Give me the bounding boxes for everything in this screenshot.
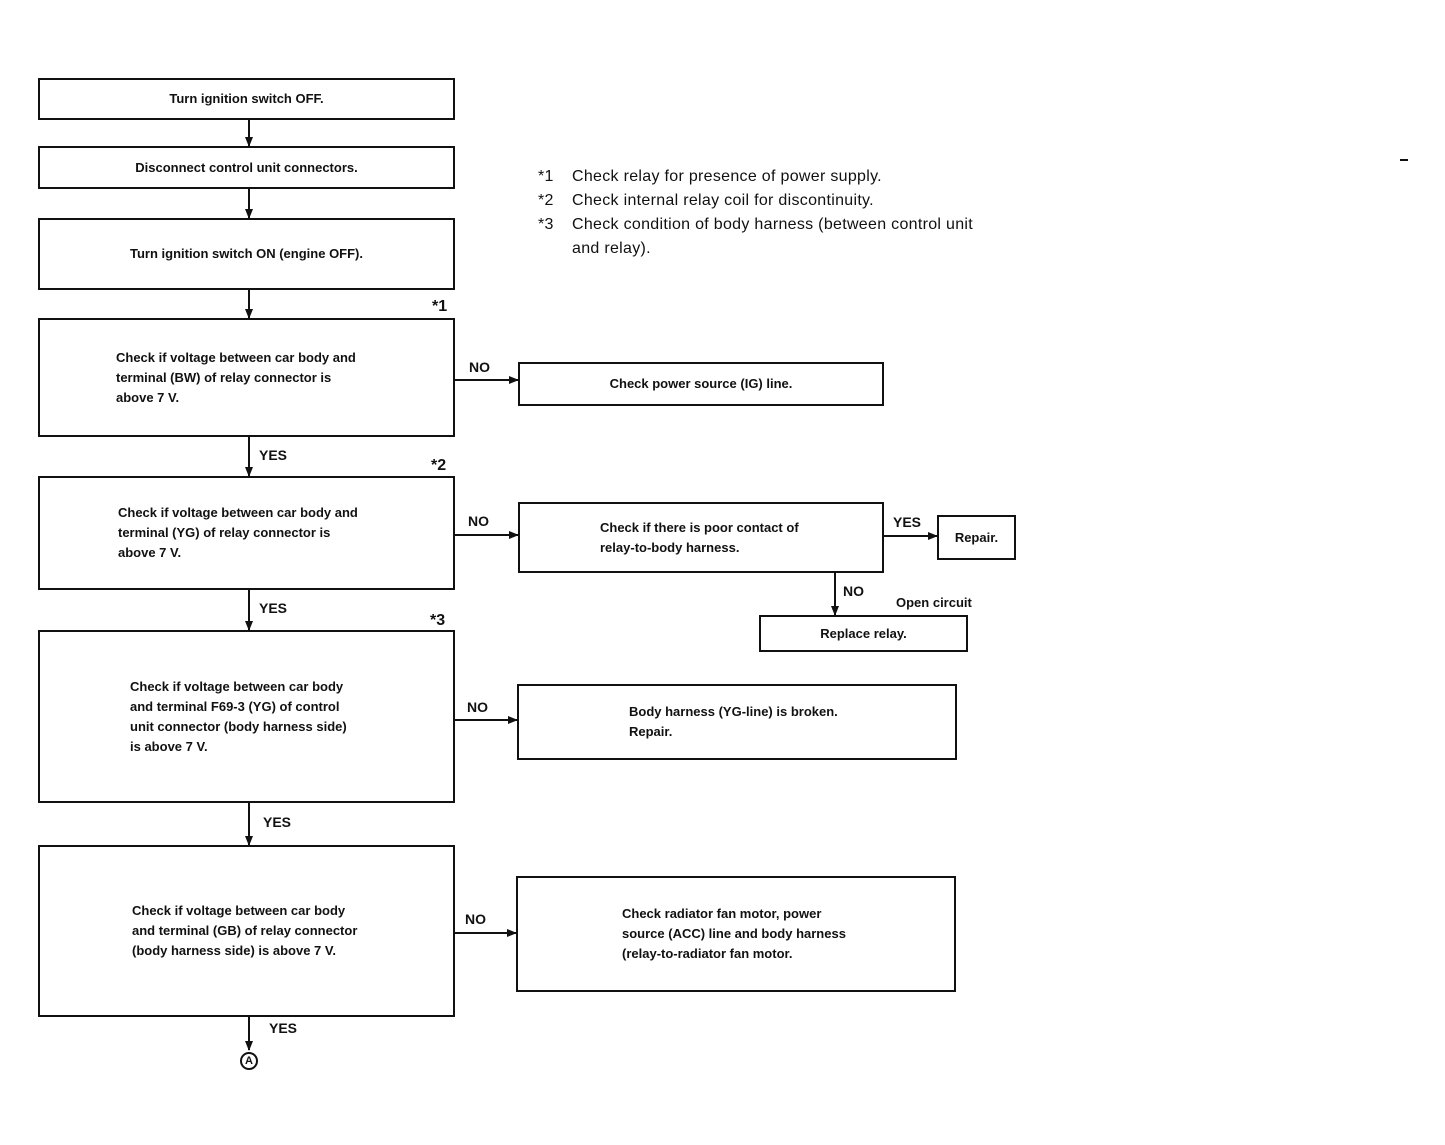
label-no-3: NO (467, 699, 488, 715)
note-3-text: Check condition of body harness (between… (572, 216, 974, 233)
connector-a-text: A (245, 1055, 253, 1067)
check-f69-line-3: unit connector (body harness side) (130, 718, 347, 734)
check-gb-line-1: Check if voltage between car body (132, 903, 346, 918)
check-f69-line-2: and terminal F69-3 (YG) of control (130, 698, 340, 714)
check-bw-line-3: above 7 V. (116, 389, 180, 405)
check-bw-line-1: Check if voltage between car body and (116, 349, 356, 365)
note-3: *3 Check condition of body harness (betwe… (538, 215, 973, 235)
label-no-1: NO (469, 359, 490, 375)
result-poor-contact: Check if there is poor contact of relay-… (518, 502, 884, 573)
marker-2: *2 (431, 457, 447, 474)
step-disconnect-connectors-text: Disconnect control unit connectors. (135, 159, 358, 175)
result-fan-motor-line-3: (relay-to-radiator fan motor. (622, 946, 793, 961)
step-ignition-off-text: Turn ignition switch OFF. (169, 91, 324, 106)
check-gb-voltage: Check if voltage between car body and te… (38, 845, 455, 1017)
marker-1: *1 (432, 298, 448, 315)
label-no-replace: NO (843, 583, 864, 599)
check-gb-line-3: (body harness side) is above 7 V. (132, 943, 336, 958)
label-yes-2: YES (259, 600, 288, 616)
check-yg-line-3: above 7 V. (118, 545, 182, 560)
check-bw-line-2: terminal (BW) of relay connector is (116, 369, 332, 385)
connector-a: A (240, 1052, 258, 1070)
check-f69-voltage: Check if voltage between car body and te… (38, 630, 455, 803)
note-2: *2 Check internal relay coil for disconti… (538, 191, 874, 211)
result-poor-contact-line-1: Check if there is poor contact of (600, 519, 799, 535)
label-no-4: NO (465, 911, 486, 927)
result-power-source-text: Check power source (IG) line. (609, 376, 793, 391)
check-bw-voltage: Check if voltage between car body and te… (38, 318, 455, 437)
result-replace-relay-text: Replace relay. (820, 625, 907, 641)
result-poor-contact-line-2: relay-to-body harness. (600, 539, 740, 555)
result-repair: Repair. (937, 515, 1016, 560)
note-2-mark: *2 (538, 192, 554, 209)
label-yes-repair: YES (893, 514, 922, 530)
note-1-mark: *1 (538, 168, 554, 185)
result-fan-motor-line-2: source (ACC) line and body harness (622, 926, 846, 941)
check-f69-line-4: is above 7 V. (130, 738, 208, 754)
label-yes-4: YES (269, 1020, 298, 1036)
check-yg-voltage: Check if voltage between car body and te… (38, 476, 455, 590)
result-harness-broken: Body harness (YG-line) is broken. Repair… (517, 684, 957, 760)
note-1-text: Check relay for presence of power supply… (572, 168, 882, 185)
note-3-mark: *3 (538, 216, 554, 233)
label-open-circuit: Open circuit (896, 595, 972, 610)
step-ignition-on: Turn ignition switch ON (engine OFF). (38, 218, 455, 290)
label-yes-1: YES (259, 447, 288, 463)
label-no-2: NO (468, 513, 489, 529)
step-disconnect-connectors: Disconnect control unit connectors. (38, 146, 455, 189)
result-replace-relay: Replace relay. (759, 615, 968, 652)
result-repair-text: Repair. (954, 529, 999, 545)
result-fan-motor: Check radiator fan motor, power source (… (516, 876, 956, 992)
result-harness-broken-line-2: Repair. (629, 724, 673, 739)
label-yes-3: YES (263, 814, 292, 830)
result-fan-motor-line-1: Check radiator fan motor, power (622, 906, 822, 921)
check-gb-line-2: and terminal (GB) of relay connector (132, 923, 358, 938)
check-yg-line-1: Check if voltage between car body and (118, 505, 358, 520)
note-2-text: Check internal relay coil for discontinu… (572, 192, 874, 209)
marker-3: *3 (430, 612, 446, 629)
result-power-source: Check power source (IG) line. (518, 362, 884, 406)
note-3-text2: and relay). (572, 240, 651, 257)
note-1: *1 Check relay for presence of power supp… (538, 167, 882, 187)
step-ignition-on-text: Turn ignition switch ON (engine OFF). (129, 246, 364, 261)
check-f69-line-1: Check if voltage between car body (130, 678, 344, 694)
check-yg-line-2: terminal (YG) of relay connector is (118, 525, 331, 540)
note-3-continued: and relay). (572, 239, 651, 259)
result-harness-broken-line-1: Body harness (YG-line) is broken. (629, 704, 838, 719)
step-ignition-off: Turn ignition switch OFF. (38, 78, 455, 120)
